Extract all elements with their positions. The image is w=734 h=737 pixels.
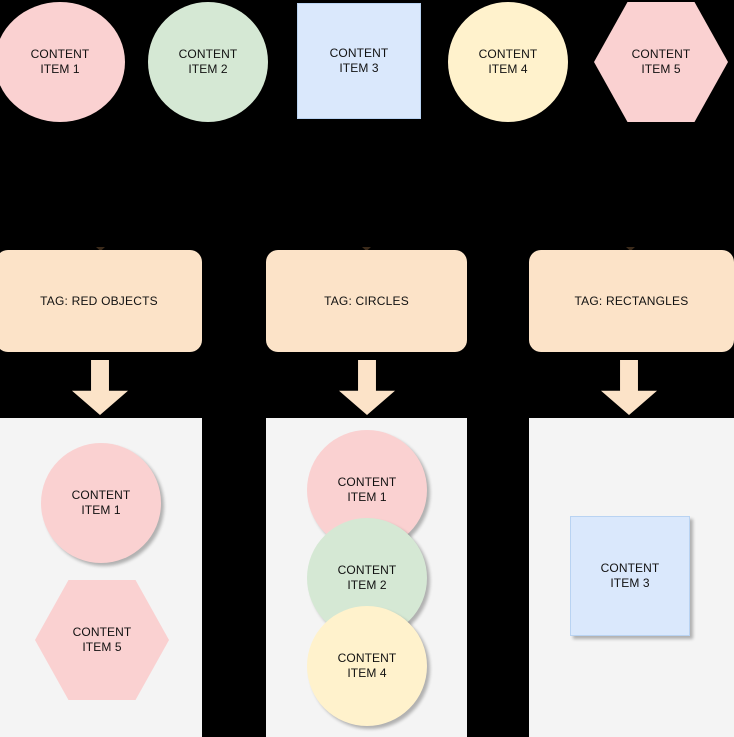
source-shape-label-item-2: CONTENT ITEM 2 xyxy=(178,47,238,76)
incoming-arrow-tip-tag-rectangles xyxy=(626,247,635,251)
grouped-shape-label-g1-item-1: CONTENT ITEM 1 xyxy=(71,488,131,517)
tag-box-label-tag-red-objects: TAG: RED OBJECTS xyxy=(40,294,158,308)
grouped-shape-label-g2-item-1: CONTENT ITEM 1 xyxy=(337,475,397,504)
source-shape-item-2[interactable]: CONTENT ITEM 2 xyxy=(148,2,268,122)
incoming-arrow-tip-tag-circles xyxy=(362,247,371,251)
source-shape-label-item-5: CONTENT ITEM 5 xyxy=(631,47,691,76)
source-shape-label-item-3: CONTENT ITEM 3 xyxy=(329,46,389,75)
grouped-shape-label-g3-item-3: CONTENT ITEM 3 xyxy=(600,561,660,590)
grouped-shape-label-g2-item-2: CONTENT ITEM 2 xyxy=(337,563,397,592)
flow-arrow-tag-rectangles xyxy=(601,360,657,415)
grouped-shape-g3-item-3[interactable]: CONTENT ITEM 3 xyxy=(570,516,690,636)
source-shape-item-3[interactable]: CONTENT ITEM 3 xyxy=(297,3,421,119)
tag-box-tag-circles[interactable]: TAG: CIRCLES xyxy=(266,250,467,352)
source-shape-label-item-1: CONTENT ITEM 1 xyxy=(30,47,90,76)
grouped-shape-label-g1-item-5: CONTENT ITEM 5 xyxy=(72,625,132,654)
grouped-shape-g2-item-4[interactable]: CONTENT ITEM 4 xyxy=(307,606,427,726)
source-shape-label-item-4: CONTENT ITEM 4 xyxy=(478,47,538,76)
tag-box-tag-red-objects[interactable]: TAG: RED OBJECTS xyxy=(0,250,202,352)
flow-arrow-tag-circles xyxy=(339,360,395,415)
flow-arrow-tag-red-objects xyxy=(72,360,128,415)
incoming-arrow-tip-tag-red-objects xyxy=(96,247,105,251)
tag-box-tag-rectangles[interactable]: TAG: RECTANGLES xyxy=(529,250,734,352)
source-shape-item-1[interactable]: CONTENT ITEM 1 xyxy=(0,2,125,122)
tag-box-label-tag-circles: TAG: CIRCLES xyxy=(324,294,409,308)
source-shape-item-4[interactable]: CONTENT ITEM 4 xyxy=(448,2,568,122)
tag-box-label-tag-rectangles: TAG: RECTANGLES xyxy=(574,294,689,308)
source-shape-item-5[interactable]: CONTENT ITEM 5 xyxy=(594,2,728,122)
grouped-shape-label-g2-item-4: CONTENT ITEM 4 xyxy=(337,651,397,680)
grouped-shape-g1-item-1[interactable]: CONTENT ITEM 1 xyxy=(41,443,161,563)
